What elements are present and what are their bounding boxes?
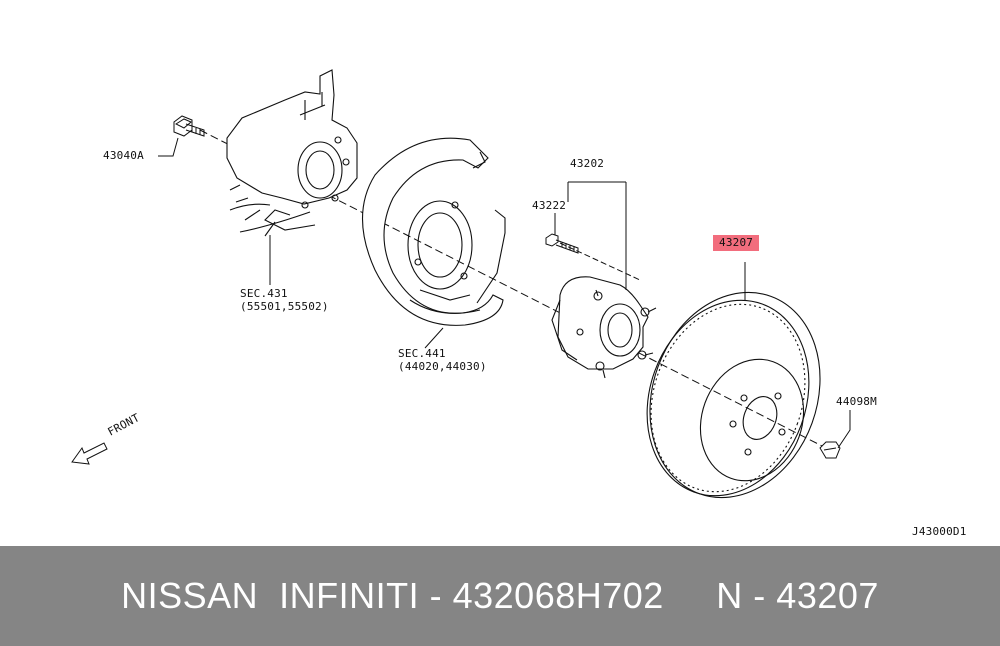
brake-rotor <box>646 291 821 499</box>
bolt-43040a <box>173 115 205 137</box>
leader-sec441 <box>424 327 444 349</box>
footer-part-number-text: NISSAN INFINITI - 432068H702 N - 43207 <box>121 575 879 616</box>
lug-nut <box>819 441 841 459</box>
label-drawing-code: J43000D1 <box>912 525 967 538</box>
footer-bar: NISSAN INFINITI - 432068H702 N - 43207 <box>0 546 1000 646</box>
label-rotor-highlighted: 43207 <box>713 235 760 251</box>
label-knuckle-parts: (55501,55502) <box>240 300 329 313</box>
leader-43040a <box>158 137 179 157</box>
hub-bolt-43222 <box>545 233 579 254</box>
leader-44098m <box>837 410 851 449</box>
label-backplate-parts: (44020,44030) <box>398 360 487 373</box>
label-hub-assembly: 43202 <box>570 157 605 170</box>
label-nut: 44098M <box>836 395 877 408</box>
label-knuckle-title: SEC.431 <box>240 287 288 300</box>
front-direction-indicator: FRONT <box>68 411 168 470</box>
hub-assembly <box>551 276 657 379</box>
label-backplate-title: SEC.441 <box>398 347 446 360</box>
brake-back-plate <box>362 137 506 326</box>
assembly-axis-line <box>199 129 831 451</box>
label-bolt: 43040A <box>103 149 144 162</box>
label-hub-bolt: 43222 <box>532 199 567 212</box>
front-arrow-icon <box>71 442 108 465</box>
steering-knuckle <box>226 69 358 237</box>
leader-43202 <box>567 181 627 290</box>
parts-diagram <box>158 69 851 499</box>
bolt-axis-line <box>559 242 641 281</box>
